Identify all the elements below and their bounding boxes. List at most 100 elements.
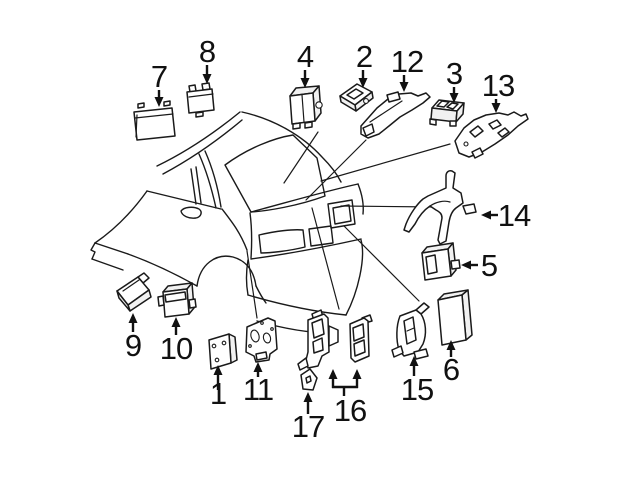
car-taillight-left xyxy=(258,229,306,254)
callout-11-arrow-head xyxy=(253,362,263,372)
callout-1[interactable]: 1 xyxy=(210,365,227,411)
part-6-front xyxy=(437,294,467,346)
car-trunk-right-edge xyxy=(357,183,364,215)
part-9-side-b xyxy=(116,290,131,312)
callout-9[interactable]: 9 xyxy=(125,313,142,363)
part-1-hole-b xyxy=(221,340,227,346)
car-rocker-bottom xyxy=(91,258,124,271)
part-12-foot xyxy=(362,123,375,137)
callout-6-label: 6 xyxy=(443,352,459,387)
callout-7[interactable]: 7 xyxy=(151,59,168,107)
part-11-hole-c xyxy=(248,344,252,348)
part-16-right-window-2 xyxy=(353,339,366,357)
part-10-module xyxy=(157,282,197,318)
leader-to-part-12 xyxy=(305,139,367,201)
car-quarter-crease xyxy=(221,208,248,251)
part-10-band xyxy=(164,291,187,303)
callout-1-arrow-head xyxy=(213,365,223,375)
car-roofline-outer xyxy=(156,111,241,167)
part-14-body xyxy=(403,170,464,245)
callout-8[interactable]: 8 xyxy=(199,34,216,84)
car-bumper-bottom xyxy=(247,294,347,316)
part-15-window xyxy=(403,316,417,345)
part-2-connector xyxy=(363,98,369,104)
car-license-recess-inner xyxy=(332,204,352,225)
car-break-line xyxy=(90,242,96,260)
part-11-body xyxy=(245,317,278,363)
car-roofline-inner xyxy=(162,119,243,175)
car-window-divider-b xyxy=(195,166,202,204)
callout-5[interactable]: 5 xyxy=(461,248,498,283)
part-7-lid-seam xyxy=(134,113,174,119)
leader-to-part-13 xyxy=(320,143,451,182)
callout-3[interactable]: 3 xyxy=(446,56,463,103)
car-rocker-top xyxy=(94,242,129,255)
part-13-foot xyxy=(471,147,484,159)
callout-13-label: 13 xyxy=(482,68,514,103)
part-13-cutout-a xyxy=(469,125,484,138)
part-7-tab-left xyxy=(137,102,145,109)
callout-10-label: 10 xyxy=(160,331,193,366)
part-17-sensor xyxy=(300,368,318,391)
callout-15-label: 15 xyxy=(401,372,433,407)
car-door-edge xyxy=(94,190,148,244)
part-2-recess xyxy=(346,88,364,100)
leader-to-part-4 xyxy=(283,131,319,184)
part-14-inner-curve xyxy=(429,200,451,207)
part-3-foot-right xyxy=(449,120,457,127)
car-window-divider-a xyxy=(190,168,197,205)
part-8-body xyxy=(186,88,215,114)
car-bumper-right-edge xyxy=(345,239,364,316)
part-16-right-window xyxy=(352,323,365,342)
part-13-cutout-c xyxy=(497,127,510,138)
part-3-side xyxy=(455,102,465,123)
callout-12[interactable]: 12 xyxy=(391,44,424,92)
callout-12-arrow-head xyxy=(399,82,409,92)
callout-1-label: 1 xyxy=(210,376,226,411)
part-12-crease xyxy=(369,100,403,123)
car-c-pillar-front xyxy=(198,153,217,209)
car-rear-window xyxy=(224,134,326,213)
callout-13[interactable]: 13 xyxy=(482,68,515,113)
callout-16[interactable]: 16 xyxy=(328,369,367,428)
callout-16-arrow-head-right xyxy=(352,369,362,379)
callout-14[interactable]: 14 xyxy=(481,198,532,233)
part-2-side-left xyxy=(339,95,357,112)
part-9-seam xyxy=(122,279,140,292)
callout-6-arrow-head xyxy=(446,340,456,350)
part-7-tab-right xyxy=(163,100,171,107)
leader-to-part-11 xyxy=(246,250,258,319)
part-14-tab xyxy=(462,203,477,215)
car-rear-deck-silhouette xyxy=(241,111,342,183)
callout-10[interactable]: 10 xyxy=(160,317,194,366)
part-11-oval-hole-a xyxy=(250,329,260,343)
callout-11[interactable]: 11 xyxy=(243,362,274,407)
callout-17[interactable]: 17 xyxy=(292,392,325,444)
callout-5-arrow-head xyxy=(461,260,471,270)
car-trunk-lid-edge xyxy=(250,183,359,213)
callout-2[interactable]: 2 xyxy=(356,39,373,88)
car-side-mirror xyxy=(180,206,202,219)
callout-16-label: 16 xyxy=(334,393,366,428)
car-fascia-left-edge xyxy=(249,212,253,259)
callout-7-arrow-head xyxy=(154,97,164,107)
callout-14-label: 14 xyxy=(498,198,531,233)
leader-to-part-15 xyxy=(343,225,420,302)
part-3-foot-left xyxy=(429,118,437,126)
part-7-edge-line xyxy=(135,114,138,138)
callout-8-label: 8 xyxy=(199,34,215,69)
part-2-module xyxy=(339,83,374,112)
part-1-plate xyxy=(208,333,238,370)
callouts: 1 2 3 4 5 6 7 xyxy=(125,34,532,444)
part-8-foot xyxy=(195,111,204,118)
callout-4[interactable]: 4 xyxy=(297,39,315,88)
callout-2-arrow-head xyxy=(358,78,368,88)
part-4-control-unit xyxy=(289,85,323,130)
callout-15[interactable]: 15 xyxy=(401,356,434,407)
part-13-plate xyxy=(454,111,529,158)
callout-6[interactable]: 6 xyxy=(443,340,460,387)
part-11-oval-hole-b xyxy=(262,332,272,344)
part-4-foot-left xyxy=(292,122,301,130)
callout-11-label: 11 xyxy=(243,372,273,407)
